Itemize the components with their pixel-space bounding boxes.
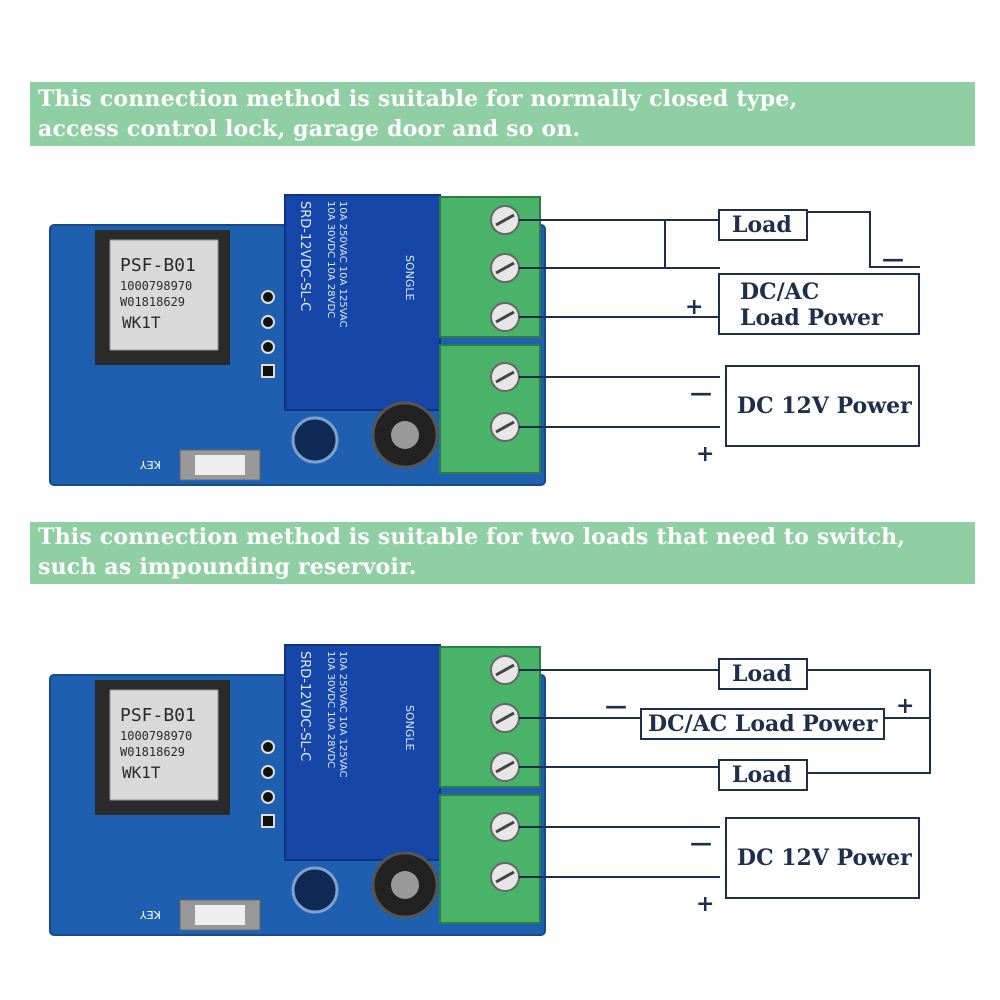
relay	[284, 644, 441, 861]
plus-load: +	[896, 693, 915, 719]
minus-dc: —	[690, 380, 712, 406]
dc-power-label: DC 12V Power	[725, 817, 920, 899]
banner-text-line2: such as impounding reservoir.	[38, 554, 417, 580]
plus-dc: +	[696, 441, 715, 467]
load-label: Load	[718, 209, 808, 241]
minus-load: —	[605, 693, 627, 719]
relay-brand: SONGLE	[403, 255, 416, 301]
load-power-line1: DC/AC	[740, 279, 820, 305]
relay-rating-1: 10A 250VAC 10A 125VAC	[337, 201, 348, 328]
plus-load: +	[685, 294, 704, 320]
module-model: PSF-B01	[120, 255, 196, 276]
relay-rating-2: 10A 30VDC 10A 28VDC	[325, 651, 336, 769]
terminal-block-power	[439, 344, 541, 474]
module-id1: 1000798970	[120, 279, 193, 293]
wifi-module-shield	[109, 239, 219, 351]
load-bottom-label: Load	[718, 759, 808, 791]
minus-dc: —	[690, 830, 712, 856]
relay-rating-1: 10A 250VAC 10A 125VAC	[337, 651, 348, 778]
wires	[519, 669, 931, 878]
relay-brand: SONGLE	[403, 705, 416, 751]
wires	[519, 211, 920, 428]
dc-power-label: DC 12V Power	[725, 365, 920, 447]
banner-text-line2: access control lock, garage door and so …	[38, 116, 581, 142]
module-model: PSF-B01	[120, 705, 196, 726]
wiring-diagram-normally-closed: PSF-B01 1000798970 W01818629 WK1T KEY SR…	[0, 185, 1000, 495]
terminal-block-power	[439, 794, 541, 924]
mounting-hole	[291, 416, 339, 464]
module-id2: W01818629	[120, 295, 186, 309]
relay-model: SRD-12VDC-SL-C	[297, 201, 312, 312]
relay-model: SRD-12VDC-SL-C	[297, 651, 312, 762]
banner-text-line1: This connection method is suitable for n…	[38, 86, 798, 112]
module-code: WK1T	[122, 763, 161, 782]
banner-text-line1: This connection method is suitable for t…	[38, 524, 906, 550]
wifi-module-shield	[109, 689, 219, 801]
relay-rating-2: 10A 30VDC 10A 28VDC	[325, 201, 336, 319]
module-id1: 1000798970	[120, 729, 193, 743]
key-label: KEY	[140, 458, 161, 471]
board-illustration	[49, 194, 920, 486]
key-label: KEY	[140, 908, 161, 921]
module-id2: W01818629	[120, 745, 186, 759]
module-code: WK1T	[122, 313, 161, 332]
load-power-label: DC/AC Load Power	[718, 273, 920, 335]
board-illustration	[49, 644, 931, 936]
banner-normally-closed: This connection method is suitable for n…	[30, 82, 975, 146]
minus-load: —	[882, 246, 904, 272]
banner-two-loads: This connection method is suitable for t…	[30, 522, 975, 584]
plus-dc: +	[696, 891, 715, 917]
load-power-label: DC/AC Load Power	[640, 708, 885, 740]
load-power-line2: Load Power	[740, 305, 883, 331]
wiring-diagram-two-loads: PSF-B01 1000798970 W01818629 WK1T KEY SR…	[0, 635, 1000, 945]
load-top-label: Load	[718, 658, 808, 690]
mounting-hole	[291, 866, 339, 914]
